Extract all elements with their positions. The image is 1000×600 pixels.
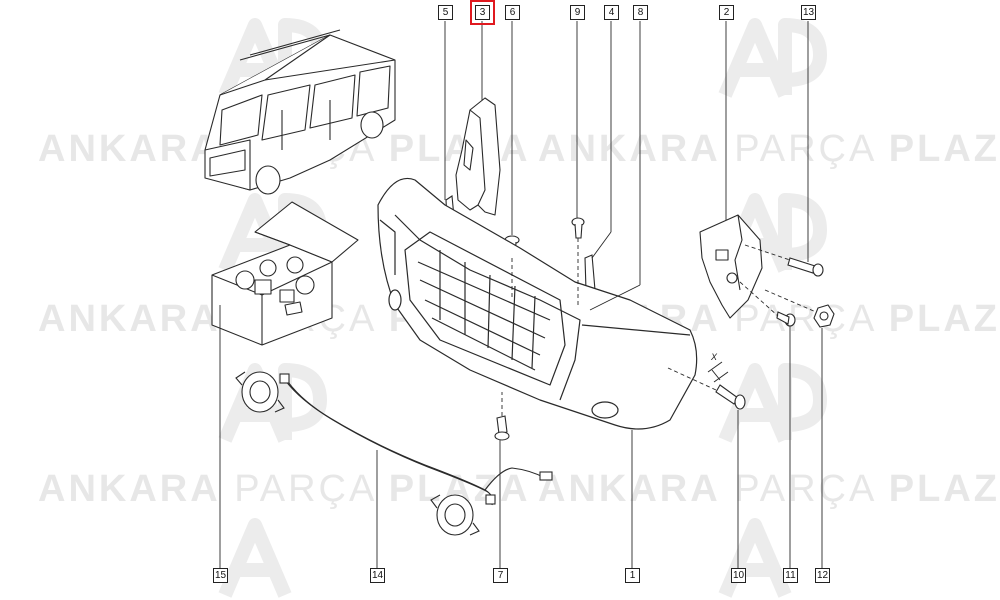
callout-14: 14 [370,568,385,583]
fog-lamp-right-illustration [430,494,480,536]
part-13-bolt [787,257,824,277]
box-kit-illustration [211,201,359,346]
part-12-nut [813,304,835,328]
fog-lamp-left-illustration [235,371,285,413]
callout-12: 12 [815,568,830,583]
callout-8: 8 [633,5,648,20]
part-7-screw [494,415,510,441]
van-illustration [204,29,396,195]
watermark-row-1-right: ANKARA PARÇA PLAZA [538,128,1000,171]
callout-2: 2 [719,5,734,20]
part-9-screw [571,217,585,239]
watermark-word-plaza: PLAZA [888,128,1000,170]
part-11-bolt [776,311,796,327]
callout-4: 4 [604,5,619,20]
callout-1: 1 [625,568,640,583]
watermark-word-ankara: ANKARA [538,468,721,510]
watermark-row-3-left: ANKARA PARÇA PLAZA [38,468,530,511]
leader-lines [219,21,823,568]
watermark-word-parca: PARÇA [734,468,876,510]
callout-9: 9 [570,5,585,20]
assembly-dashed-lines [501,238,817,416]
watermark-word-parca: PARÇA [234,468,376,510]
watermark-word-ankara: ANKARA [38,468,221,510]
watermark-word-ankara: ANKARA [538,128,721,170]
callout-11: 11 [783,568,798,583]
callout-3-highlighted: 3 [470,0,495,25]
watermark-word-ankara: ANKARA [38,298,221,340]
watermark-word-parca: PARÇA [734,128,876,170]
part-1-bumper [377,177,698,430]
part-10-bolt [715,384,746,410]
callout-10: 10 [731,568,746,583]
callout-5: 5 [438,5,453,20]
callout-6: 6 [505,5,520,20]
part-2-side-bracket [699,214,763,319]
part-14-wiring-harness [279,373,553,506]
dimension-label: X [710,352,718,362]
callout-7: 7 [493,568,508,583]
watermark-row-3-right: ANKARA PARÇA PLAZA [538,468,1000,511]
part-3-bracket [455,97,501,216]
watermark-word-plaza: PLAZA [388,128,531,170]
callout-13: 13 [801,5,816,20]
watermark-word-plaza: PLAZA [888,468,1000,510]
watermark-word-parca: PARÇA [734,298,876,340]
watermark-word-plaza: PLAZA [888,298,1000,340]
dimension-marker [707,361,729,383]
callout-15: 15 [213,568,228,583]
watermark-word-ankara: ANKARA [38,128,221,170]
